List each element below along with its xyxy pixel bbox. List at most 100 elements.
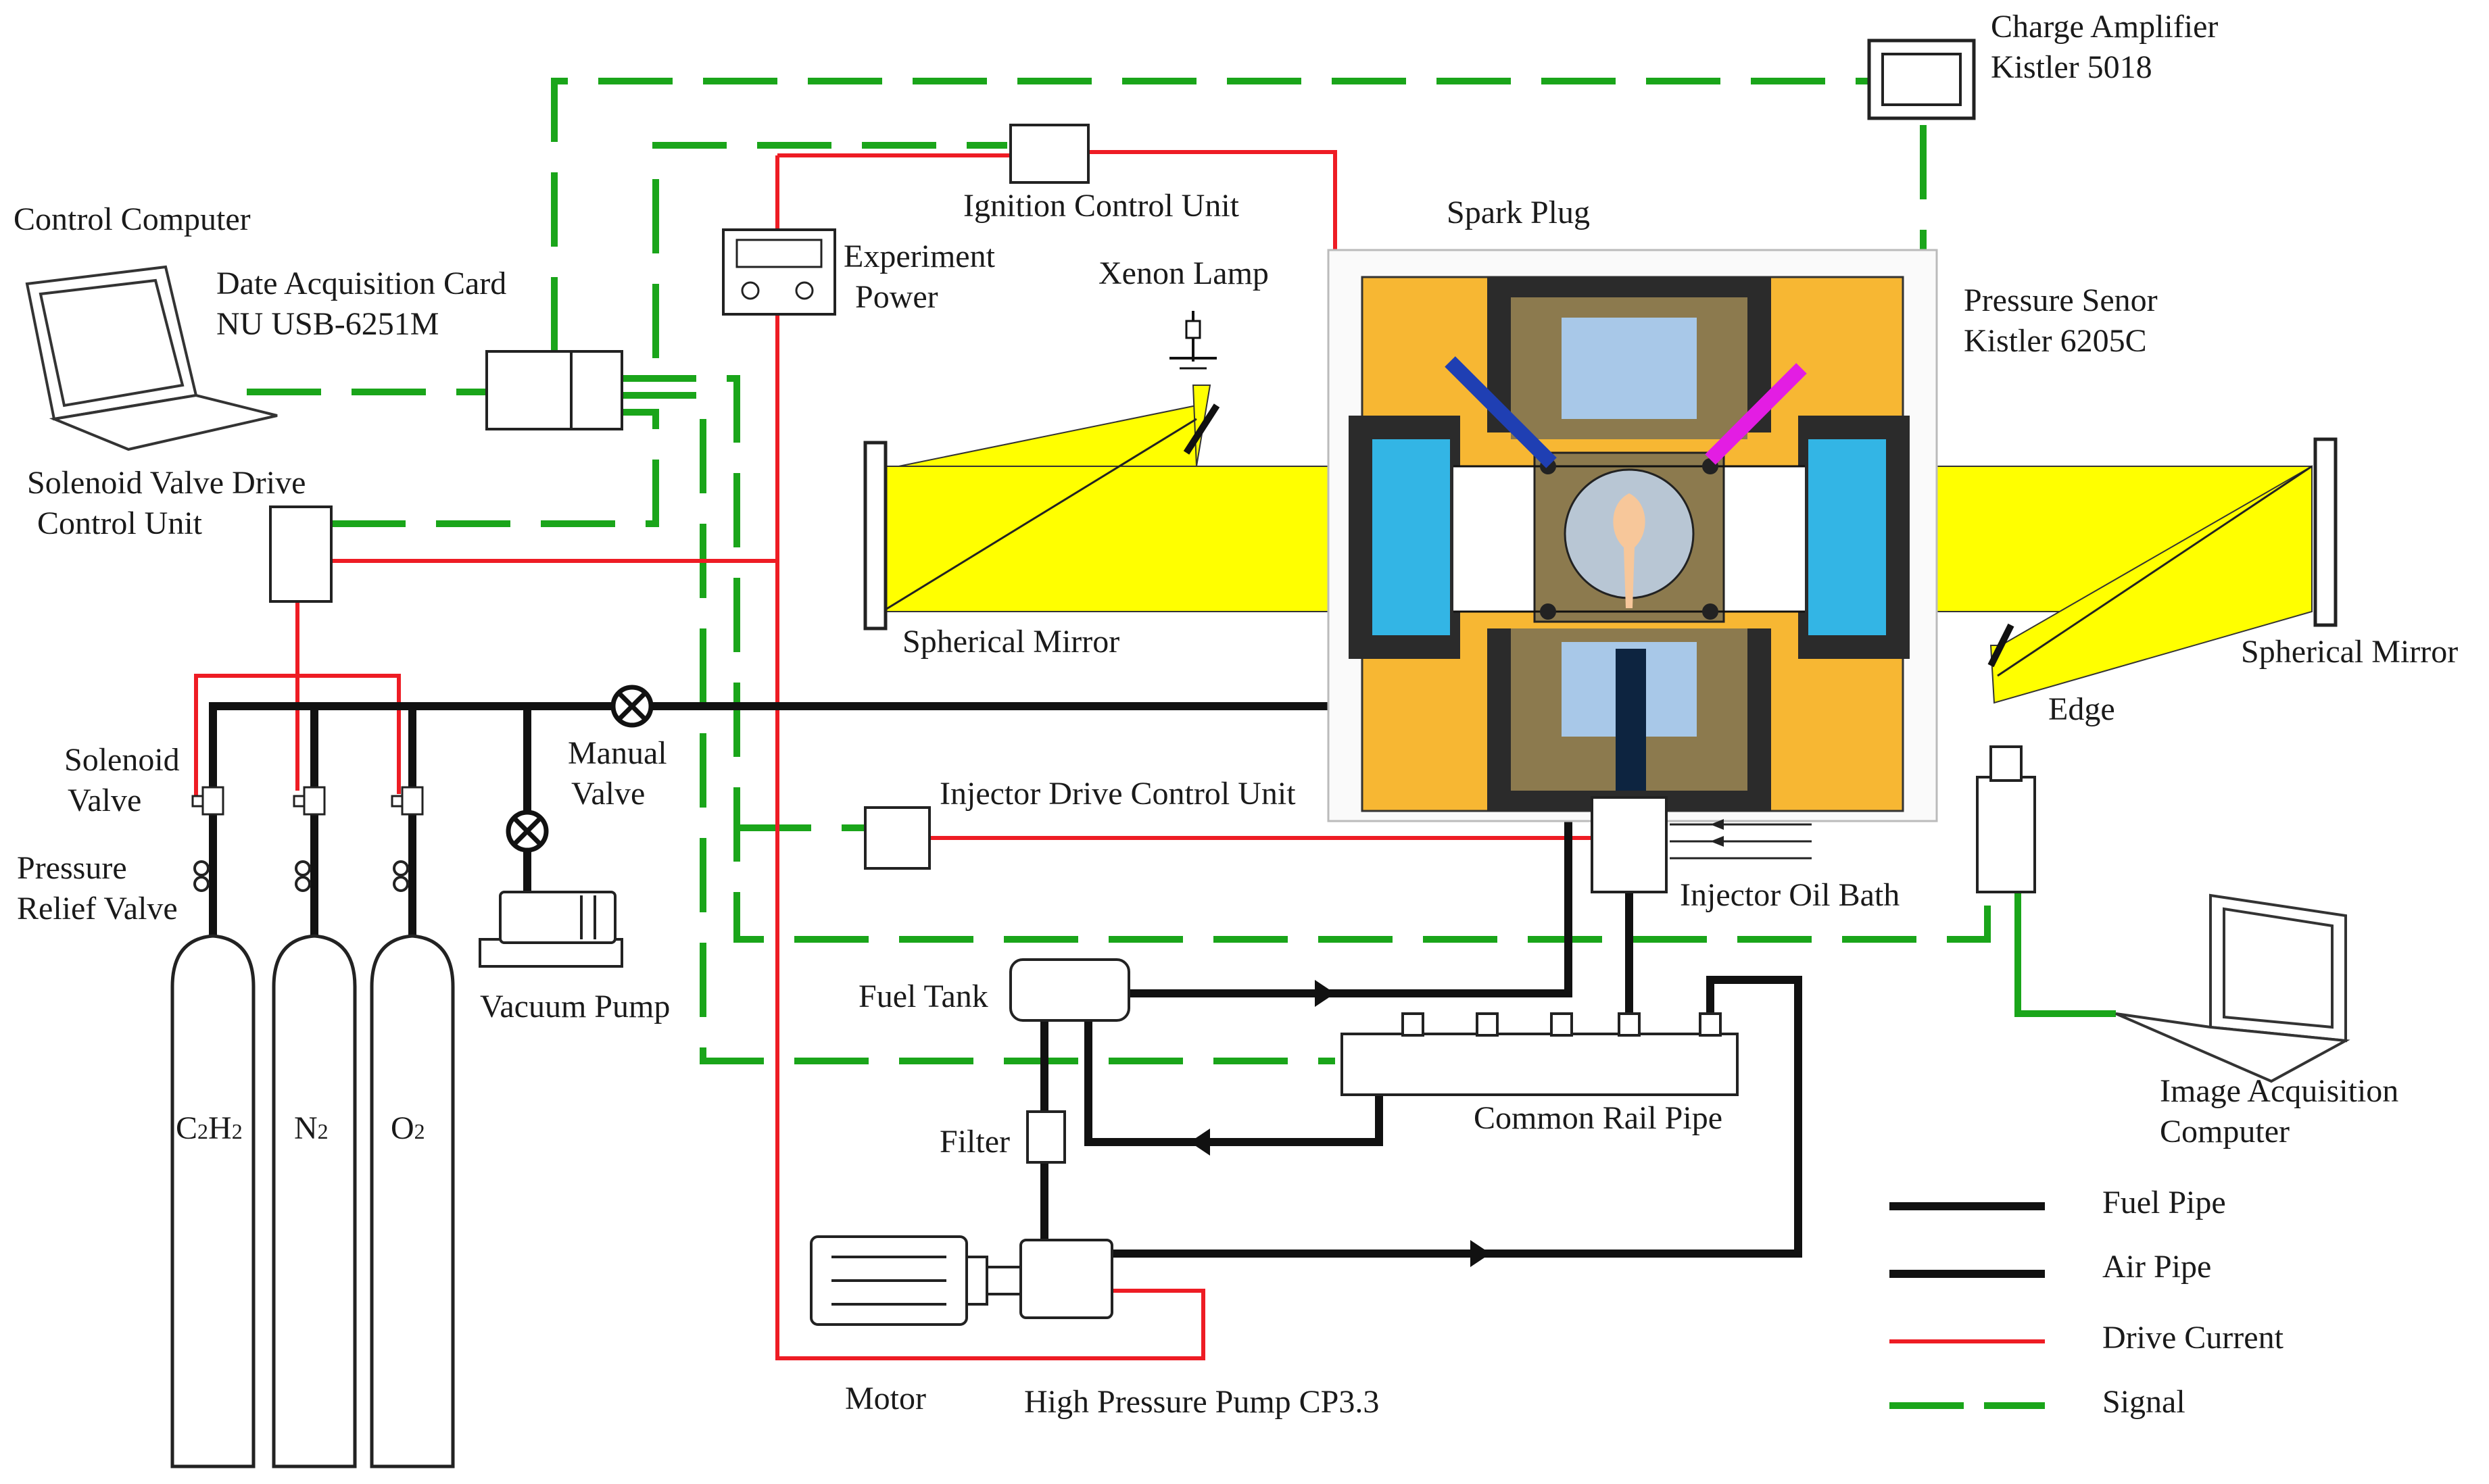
legend-fuel-pipe: Fuel Pipe [2102, 1185, 2226, 1220]
spark-plug-shape [1445, 356, 1557, 468]
camera-device [1976, 745, 2036, 893]
label-filter: Filter [940, 1124, 1010, 1160]
label-manual-valve-2: Valve [571, 776, 645, 812]
solenoid-valves [191, 786, 424, 816]
beam-diag-left [881, 418, 1197, 613]
labels: Charge Amplifier Kistler 5018 Control Co… [14, 9, 2458, 1420]
label-charge-amplifier-2: Kistler 5018 [1991, 49, 2152, 85]
drive-line-valves [194, 674, 401, 797]
arrow-tank-rail [1190, 1129, 1210, 1156]
pipe-arrows [1190, 980, 1491, 1267]
label-daq-2: NU USB-6251M [216, 306, 439, 342]
arrow-pump-rail [1470, 1240, 1491, 1267]
fuel-tank-box [1009, 958, 1130, 1022]
fuel-pipe-pump-rail [1109, 976, 1802, 1258]
label-spherical-mirror-left: Spherical Mirror [902, 624, 1119, 660]
signal-line-charge-amp [551, 78, 1872, 351]
beam-diag-right [1997, 465, 2313, 677]
chamber-white-left [1453, 466, 1541, 612]
drive-line-ignition [775, 155, 1205, 1360]
signal-lines-solid [2014, 892, 2116, 1017]
label-manual-valve-1: Manual [568, 735, 667, 771]
cylinder-o2 [370, 934, 455, 1468]
injector-shape [1616, 649, 1646, 791]
common-rail-device [1340, 1012, 1739, 1096]
flame-spray [1613, 493, 1645, 608]
arrow-return [1315, 980, 1335, 1007]
fuel-pipe-tank-rail [1084, 1017, 1383, 1146]
label-cylinder-n2: N2 [294, 1110, 329, 1146]
charge-amplifier-device [1867, 39, 1976, 120]
chamber-white-right [1717, 466, 1805, 612]
control-computer-device [25, 265, 278, 451]
label-fuel-tank: Fuel Tank [859, 979, 988, 1014]
label-spark-plug: Spark Plug [1447, 195, 1590, 230]
xenon-lamp-shape [1169, 311, 1217, 370]
ignition-control-unit-box [1009, 124, 1090, 184]
label-control-computer: Control Computer [14, 201, 251, 237]
gas-cylinders [170, 934, 455, 1468]
label-injector-drive-control-unit: Injector Drive Control Unit [940, 776, 1296, 812]
vacuum-valve-icon [506, 810, 549, 853]
beam-main-left [881, 466, 1359, 612]
daq-card-device [485, 350, 623, 430]
cylinder-c2h2 [170, 934, 256, 1468]
pressure-sensor-shape [1705, 363, 1807, 465]
label-motor: Motor [845, 1381, 926, 1416]
signal-line-ignition [652, 142, 1007, 358]
combustion-chamber [1327, 249, 1938, 822]
motor-device [810, 1235, 1022, 1326]
signal-line-rail [622, 392, 1335, 1064]
label-experiment-power-2: Power [855, 279, 938, 315]
label-cylinder-o2: O2 [391, 1110, 425, 1146]
xenon-mirror [1183, 403, 1220, 455]
cylinder-n2 [272, 934, 357, 1468]
experiment-power-device [722, 228, 836, 316]
label-injector-oil-bath: Injector Oil Bath [1680, 877, 1900, 913]
label-image-acq-2: Computer [2160, 1114, 2290, 1149]
label-image-acq-1: Image Acquisition [2160, 1073, 2398, 1109]
label-pressure-relief-2: Relief Valve [17, 891, 178, 926]
signal-line-solenoid [331, 409, 659, 527]
label-xenon-lamp: Xenon Lamp [1098, 255, 1269, 291]
legend-signal: Signal [2102, 1384, 2185, 1420]
label-solenoid-valve-2: Valve [68, 783, 141, 818]
label-edge: Edge [2048, 691, 2115, 727]
label-spherical-mirror-right: Spherical Mirror [2241, 634, 2458, 670]
label-cylinder-c2h2: C2H2 [176, 1110, 243, 1146]
legend-air-pipe: Air Pipe [2102, 1249, 2211, 1285]
label-daq-1: Date Acquisition Card [216, 266, 506, 301]
label-solenoid-drive-1: Solenoid Valve Drive [27, 465, 306, 501]
injector-drive-box [864, 806, 931, 870]
chamber-top-blue [1562, 318, 1697, 419]
label-pressure-relief-1: Pressure [17, 850, 127, 886]
spherical-mirror-right-shape [2313, 437, 2338, 627]
image-acquisition-computer-device [2115, 893, 2350, 1083]
signal-line-injector [622, 375, 1991, 943]
legend-drive-current: Drive Current [2102, 1320, 2284, 1356]
label-ignition-control-unit: Ignition Control Unit [963, 188, 1240, 224]
pressure-relief-valves [193, 860, 409, 892]
label-pressure-sensor-1: Pressure Senor [1964, 282, 2158, 318]
label-high-pressure-pump: High Pressure Pump CP3.3 [1024, 1384, 1379, 1420]
label-pressure-sensor-2: Kistler 6205C [1964, 323, 2147, 359]
manual-valve-icon [610, 685, 654, 728]
injector-oil-bath-shape [1591, 796, 1812, 893]
label-solenoid-drive-2: Control Unit [37, 505, 203, 541]
edge-mirror [1987, 623, 2014, 668]
chamber-right-window [1808, 439, 1886, 635]
label-charge-amplifier-1: Charge Amplifier [1991, 9, 2218, 45]
legend: Fuel Pipe Air Pipe Drive Current Signal [1889, 1185, 2284, 1420]
high-pressure-pump-device [1019, 1239, 1113, 1319]
chamber-left-window [1372, 439, 1450, 635]
solenoid-drive-box [269, 505, 333, 603]
label-solenoid-valve-1: Solenoid [64, 742, 180, 778]
filter-box [1026, 1110, 1066, 1164]
spherical-mirror-left-shape [863, 441, 888, 630]
label-common-rail-pipe: Common Rail Pipe [1474, 1100, 1722, 1136]
label-vacuum-pump: Vacuum Pump [480, 989, 670, 1024]
signal-line-image-computer [2014, 892, 2116, 1017]
label-experiment-power-1: Experiment [844, 239, 996, 274]
